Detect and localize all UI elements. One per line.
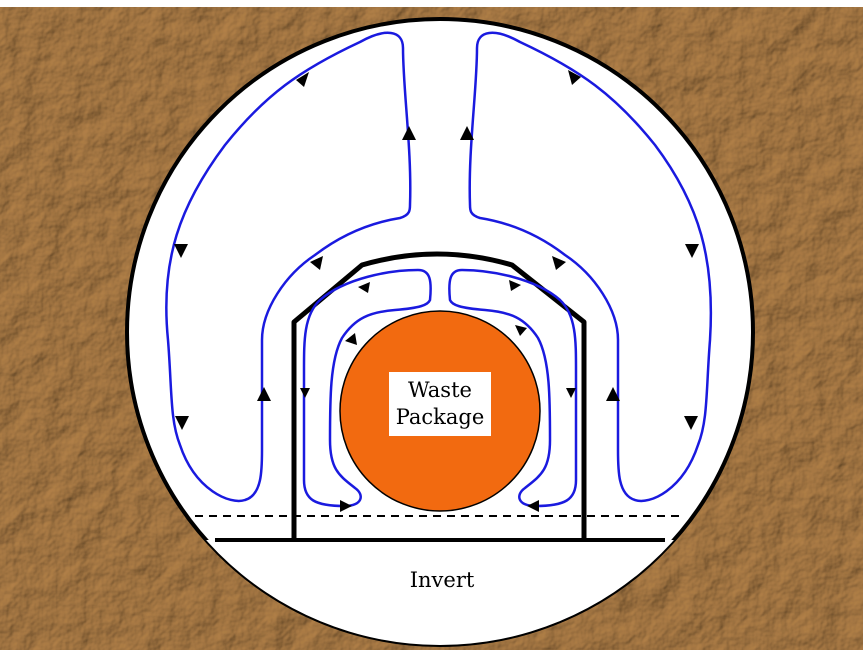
arrow-left-up-outer bbox=[257, 387, 271, 401]
arrow-shield-top-right bbox=[552, 256, 566, 270]
waste-package-label-box bbox=[389, 372, 491, 436]
arrow-inner-left-upper bbox=[345, 333, 357, 345]
arrow-inner-top-right bbox=[509, 280, 521, 291]
arrow-left-down-lower bbox=[175, 416, 189, 430]
arrow-inner-right-upper bbox=[515, 325, 527, 336]
top-border-strip bbox=[0, 0, 863, 7]
arrow-bottom-right-inward bbox=[527, 500, 539, 512]
flow-line-inner-right bbox=[448, 268, 578, 508]
arrow-inner-left-down bbox=[300, 388, 310, 398]
arrow-inner-right-down bbox=[566, 388, 576, 398]
arrow-bottom-left-inward bbox=[340, 500, 352, 512]
arrow-right-down-lower bbox=[684, 416, 698, 430]
arrow-shield-top-left bbox=[310, 256, 323, 270]
arrow-inner-top-left bbox=[358, 282, 370, 293]
flow-line-outer-left bbox=[165, 31, 412, 503]
waste-package-label-line1: Waste bbox=[408, 378, 472, 402]
arrow-up-left-column bbox=[402, 126, 416, 140]
drip-shield bbox=[291, 251, 587, 540]
waste-package-label-line2: Package bbox=[396, 405, 485, 429]
arrow-left-down-upper bbox=[174, 244, 188, 258]
arrow-up-right-column bbox=[460, 126, 474, 140]
arrow-top-left-outer bbox=[296, 72, 309, 87]
arrow-top-right-outer bbox=[568, 70, 581, 85]
flow-line-inner-left bbox=[302, 268, 432, 508]
arrow-right-down-upper bbox=[685, 244, 699, 258]
flow-line-outer-right bbox=[468, 31, 713, 503]
invert-label: Invert bbox=[410, 568, 475, 592]
arrow-right-up-outer bbox=[606, 387, 620, 401]
